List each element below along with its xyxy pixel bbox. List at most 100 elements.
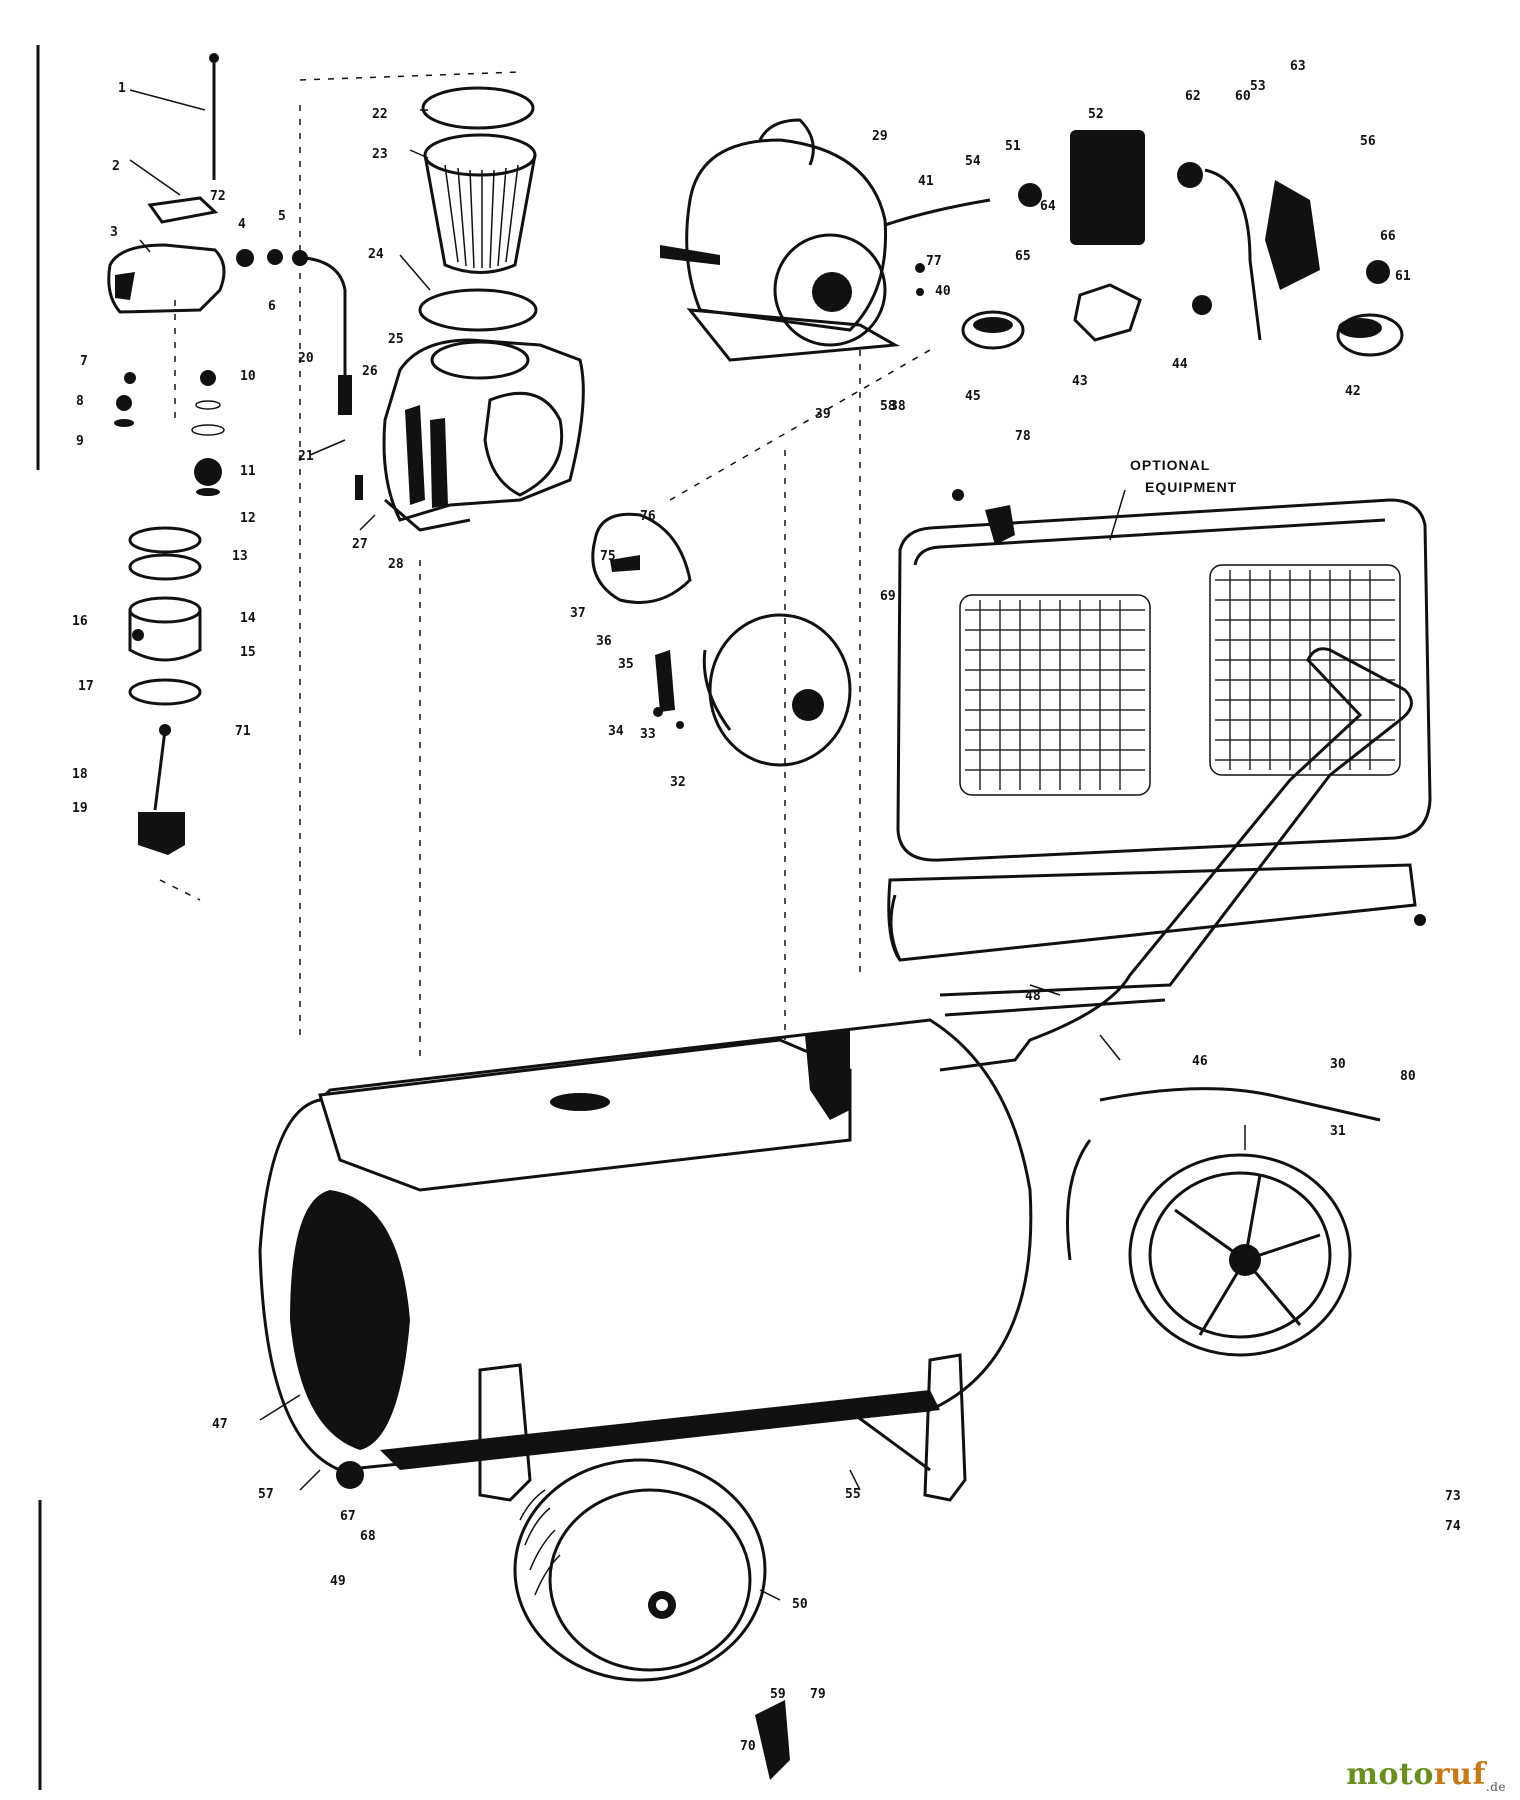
callout-24: 24 bbox=[368, 247, 384, 262]
callout-2: 2 bbox=[112, 159, 120, 174]
callout-15: 15 bbox=[240, 645, 256, 660]
callout-55: 55 bbox=[845, 1487, 861, 1502]
callout-63: 63 bbox=[1290, 59, 1306, 74]
callout-78: 78 bbox=[1015, 429, 1031, 444]
callout-19: 19 bbox=[72, 801, 88, 816]
callout-33: 33 bbox=[640, 727, 656, 742]
callout-76: 76 bbox=[640, 509, 656, 524]
callout-57: 57 bbox=[258, 1487, 274, 1502]
belt-guard-optional bbox=[887, 489, 1432, 962]
callout-73: 73 bbox=[1445, 1489, 1461, 1504]
callout-47: 47 bbox=[212, 1417, 228, 1432]
callout-56: 56 bbox=[1360, 134, 1376, 149]
piston-rod-assembly bbox=[107, 53, 352, 855]
callout-11: 11 bbox=[240, 464, 256, 479]
air-tank bbox=[258, 1018, 1033, 1502]
callout-31: 31 bbox=[1330, 1124, 1346, 1139]
callout-41: 41 bbox=[918, 174, 934, 189]
watermark-part2: ruf bbox=[1433, 1757, 1486, 1792]
callout-54: 54 bbox=[965, 154, 981, 169]
handle bbox=[939, 647, 1413, 1072]
callout-34: 34 bbox=[608, 724, 624, 739]
callout-5: 5 bbox=[278, 209, 286, 224]
callout-23: 23 bbox=[372, 147, 388, 162]
callout-64: 64 bbox=[1040, 199, 1056, 214]
callout-74: 74 bbox=[1445, 1519, 1461, 1534]
callout-numbers: 1 2 3 4 5 6 7 8 9 10 11 12 13 14 15 16 1… bbox=[72, 59, 1461, 1754]
callout-27: 27 bbox=[352, 537, 368, 552]
callout-70: 70 bbox=[740, 1739, 756, 1754]
callout-46: 46 bbox=[1192, 1054, 1208, 1069]
callout-60: 60 bbox=[1235, 89, 1251, 104]
callout-3: 3 bbox=[110, 225, 118, 240]
callout-1: 1 bbox=[118, 81, 126, 96]
callout-48: 48 bbox=[1025, 989, 1041, 1004]
callout-43: 43 bbox=[1072, 374, 1088, 389]
callout-16: 16 bbox=[72, 614, 88, 629]
callout-35: 35 bbox=[618, 657, 634, 672]
callout-53: 53 bbox=[1250, 79, 1266, 94]
watermark-part1: moto bbox=[1346, 1757, 1434, 1792]
front-wheel bbox=[513, 1458, 790, 1780]
callout-25: 25 bbox=[388, 332, 404, 347]
callout-80: 80 bbox=[1400, 1069, 1416, 1084]
callout-65: 65 bbox=[1015, 249, 1031, 264]
assembly-guide-lines bbox=[159, 71, 931, 1060]
callout-12: 12 bbox=[240, 511, 256, 526]
callout-69: 69 bbox=[880, 589, 896, 604]
callout-75: 75 bbox=[600, 549, 616, 564]
watermark-logo: motoruf.de bbox=[1346, 1757, 1506, 1794]
callout-21: 21 bbox=[298, 449, 314, 464]
callout-38: 38 bbox=[890, 399, 906, 414]
callout-10: 10 bbox=[240, 369, 256, 384]
callout-42: 42 bbox=[1345, 384, 1361, 399]
callout-9: 9 bbox=[76, 434, 84, 449]
optional-label-line1: OPTIONAL bbox=[1130, 457, 1210, 473]
callout-30: 30 bbox=[1330, 1057, 1346, 1072]
callout-14: 14 bbox=[240, 611, 256, 626]
callout-20: 20 bbox=[298, 351, 314, 366]
callout-26: 26 bbox=[362, 364, 378, 379]
callout-17: 17 bbox=[78, 679, 94, 694]
callout-72: 72 bbox=[210, 189, 226, 204]
callout-36: 36 bbox=[596, 634, 612, 649]
callout-8: 8 bbox=[76, 394, 84, 409]
callout-40: 40 bbox=[935, 284, 951, 299]
callout-4: 4 bbox=[238, 217, 246, 232]
callout-79: 79 bbox=[810, 1687, 826, 1702]
callout-29: 29 bbox=[872, 129, 888, 144]
callout-62: 62 bbox=[1185, 89, 1201, 104]
callout-68: 68 bbox=[360, 1529, 376, 1544]
callout-13: 13 bbox=[232, 549, 248, 564]
rear-wheel-assembly bbox=[1066, 1087, 1381, 1357]
callout-52: 52 bbox=[1088, 107, 1104, 122]
callout-37: 37 bbox=[570, 606, 586, 621]
callout-61: 61 bbox=[1395, 269, 1411, 284]
callout-6: 6 bbox=[268, 299, 276, 314]
fan-pulley-assembly bbox=[591, 512, 852, 767]
callout-7: 7 bbox=[80, 354, 88, 369]
callout-51: 51 bbox=[1005, 139, 1021, 154]
callout-28: 28 bbox=[388, 557, 404, 572]
callout-22: 22 bbox=[372, 107, 388, 122]
watermark-suffix: .de bbox=[1485, 1780, 1506, 1794]
optional-equipment-label: OPTIONAL EQUIPMENT bbox=[1109, 457, 1237, 541]
callout-18: 18 bbox=[72, 767, 88, 782]
cylinder-filter-assembly bbox=[355, 86, 585, 532]
motor-electrical-assembly bbox=[660, 118, 1404, 362]
callout-44: 44 bbox=[1172, 357, 1188, 372]
callout-71: 71 bbox=[235, 724, 251, 739]
callout-67: 67 bbox=[340, 1509, 356, 1524]
callout-32: 32 bbox=[670, 775, 686, 790]
optional-label-line2: EQUIPMENT bbox=[1145, 479, 1237, 495]
callout-45: 45 bbox=[965, 389, 981, 404]
callout-66: 66 bbox=[1380, 229, 1396, 244]
callout-50: 50 bbox=[792, 1597, 808, 1612]
callout-77: 77 bbox=[926, 254, 942, 269]
callout-39: 39 bbox=[815, 407, 831, 422]
callout-59: 59 bbox=[770, 1687, 786, 1702]
leader-lines bbox=[129, 89, 1121, 1601]
callout-58: 58 bbox=[880, 399, 896, 414]
callout-49: 49 bbox=[330, 1574, 346, 1589]
